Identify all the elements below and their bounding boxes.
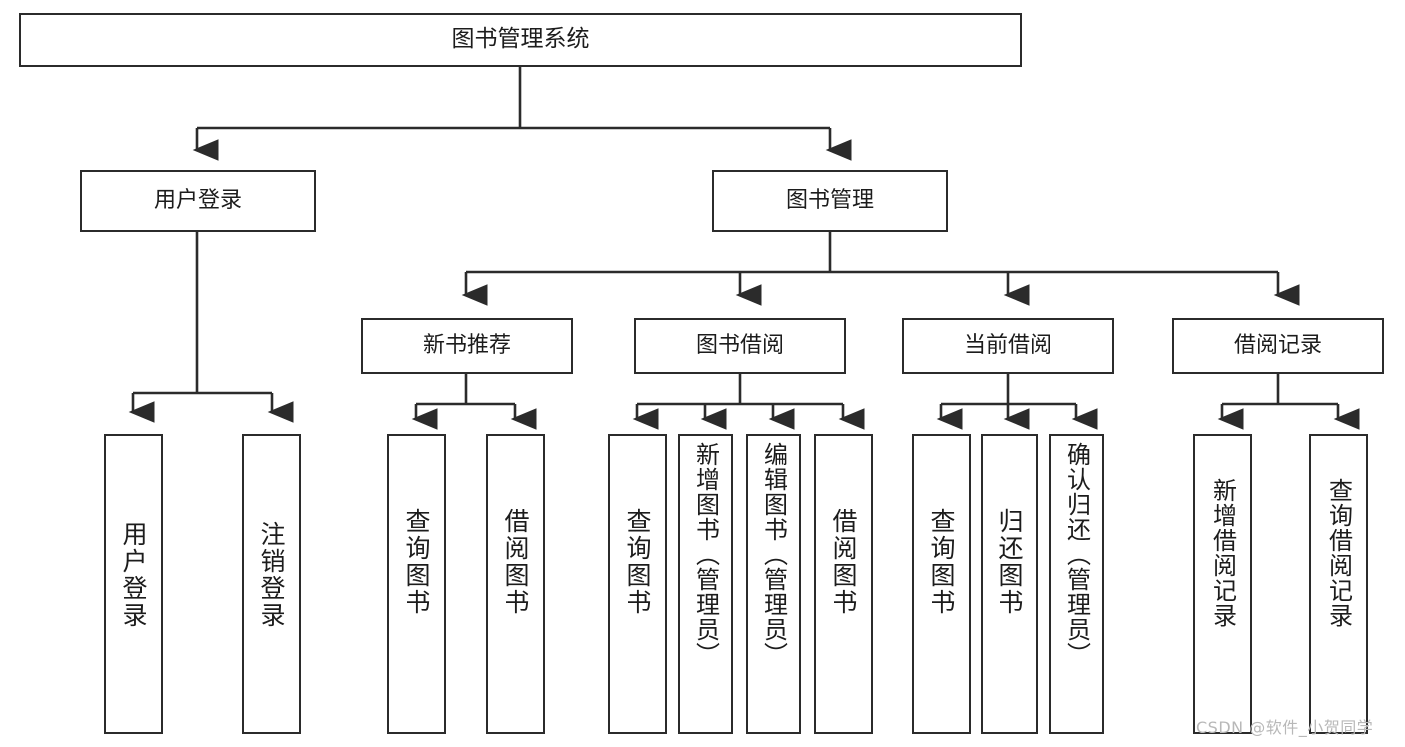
leaf-recommend-borrow-book[interactable]: 借阅图书 <box>486 434 545 734</box>
node-book-borrow[interactable]: 图书借阅 <box>634 318 846 374</box>
leaf-current-confirm-return-admin[interactable]: 确认归还（管理员） <box>1049 434 1104 734</box>
leaf-recommend-query-book[interactable]: 查询图书 <box>387 434 446 734</box>
node-borrow-record[interactable]: 借阅记录 <box>1172 318 1384 374</box>
node-label: 图书管理 <box>785 188 874 214</box>
leaf-borrow-edit-book-admin[interactable]: 编辑图书（管理员） <box>746 434 801 734</box>
node-label: 用户登录 <box>119 521 148 629</box>
leaf-current-query-book[interactable]: 查询图书 <box>912 434 971 734</box>
leaf-borrow-borrow-book[interactable]: 借阅图书 <box>814 434 873 734</box>
node-label: 归还图书 <box>995 508 1024 616</box>
node-label: 查询借阅记录 <box>1324 478 1353 628</box>
watermark-text: CSDN @软件_小贺同学 <box>1196 718 1374 737</box>
node-label: 查询图书 <box>623 508 652 616</box>
node-label: 新增图书（管理员） <box>691 442 720 667</box>
node-label: 确认归还（管理员） <box>1062 442 1091 667</box>
leaf-borrow-add-book-admin[interactable]: 新增图书（管理员） <box>678 434 733 734</box>
node-label: 借阅记录 <box>1233 333 1322 359</box>
node-label: 查询图书 <box>927 508 956 616</box>
leaf-record-add-record[interactable]: 新增借阅记录 <box>1193 434 1252 734</box>
node-label: 用户登录 <box>153 188 242 214</box>
leaf-current-return-book[interactable]: 归还图书 <box>981 434 1038 734</box>
node-label: 当前借阅 <box>963 333 1052 359</box>
leaf-user-login-login[interactable]: 用户登录 <box>104 434 163 734</box>
leaf-record-query-record[interactable]: 查询借阅记录 <box>1309 434 1368 734</box>
node-book-management[interactable]: 图书管理 <box>712 170 948 232</box>
node-label: 图书管理系统 <box>451 26 590 53</box>
node-user-login[interactable]: 用户登录 <box>80 170 316 232</box>
node-label: 编辑图书（管理员） <box>759 442 788 667</box>
leaf-borrow-query-book[interactable]: 查询图书 <box>608 434 667 734</box>
node-label: 新书推荐 <box>422 333 511 359</box>
node-current-borrow[interactable]: 当前借阅 <box>902 318 1114 374</box>
node-label: 新增借阅记录 <box>1208 478 1237 628</box>
node-label: 注销登录 <box>257 521 286 629</box>
node-label: 图书借阅 <box>695 333 784 359</box>
node-label: 借阅图书 <box>501 508 530 616</box>
leaf-user-login-logout[interactable]: 注销登录 <box>242 434 301 734</box>
node-label: 借阅图书 <box>829 508 858 616</box>
node-label: 查询图书 <box>402 508 431 616</box>
node-root-system[interactable]: 图书管理系统 <box>19 13 1022 67</box>
node-new-book-recommend[interactable]: 新书推荐 <box>361 318 573 374</box>
